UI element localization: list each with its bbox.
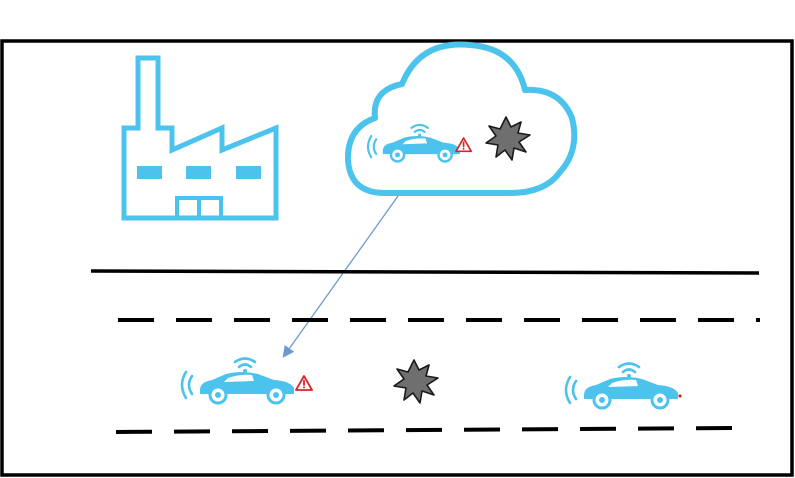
factory-icon	[121, 55, 279, 221]
road-edge-line	[90, 269, 760, 275]
road-car-icon	[180, 357, 296, 405]
lane-divider-lower	[115, 426, 739, 434]
road-car-icon-2	[564, 362, 680, 410]
road-collision-icon	[393, 359, 439, 404]
cloud-to-car-arrow	[282, 195, 399, 358]
diagram-frame	[0, 39, 794, 477]
cloud-icon	[344, 41, 578, 196]
road-car-2-indicator	[678, 394, 682, 398]
road-warning-icon	[295, 375, 313, 391]
